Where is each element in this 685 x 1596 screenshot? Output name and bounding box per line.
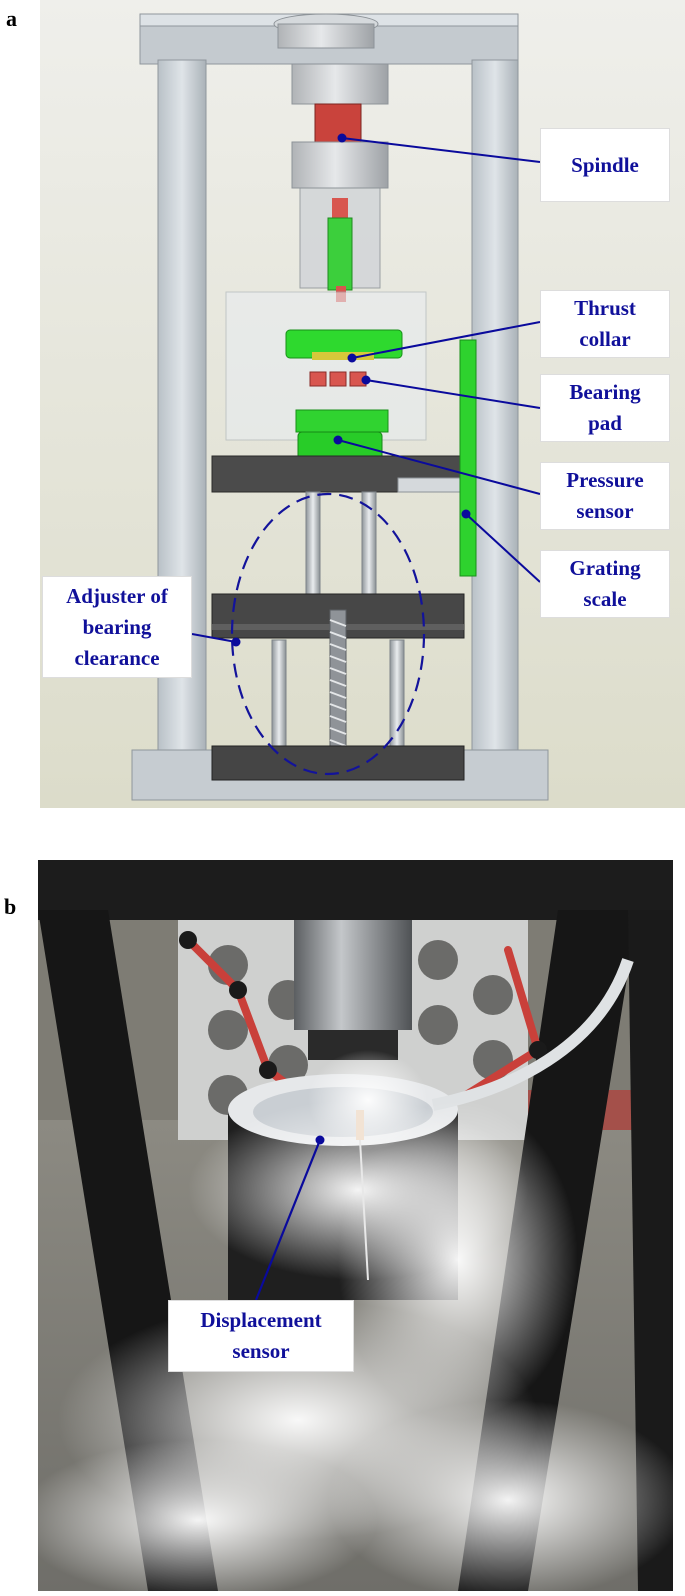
label-thrust-collar-line-1: Thrust <box>574 296 636 320</box>
label-spindle: Spindle <box>540 128 670 202</box>
frame-top-beam <box>38 860 673 920</box>
label-adjuster-line-3: clearance <box>74 645 160 670</box>
label-grating-scale: Grating scale <box>540 550 670 618</box>
grating-scale-bar <box>459 339 477 577</box>
panel-letter-b: b <box>4 894 17 919</box>
label-pressure-sensor: Pressure sensor <box>540 462 670 530</box>
label-displacement-sensor: Displacement sensor <box>168 1300 354 1372</box>
label-bearing-pad-line-2: pad <box>588 411 622 435</box>
label-thrust-collar-line-2: collar <box>579 327 631 351</box>
label-thrust-collar: Thrust collar <box>540 290 670 358</box>
label-grating-scale-line-1: Grating <box>569 556 641 580</box>
nitrogen-fog <box>18 1050 685 1596</box>
displacement-sensor-probe <box>356 1110 364 1140</box>
mid-housing <box>291 141 389 189</box>
label-adjuster: Adjuster of bearing clearance <box>42 576 192 678</box>
panel-letter-a: a <box>6 6 17 31</box>
test-rig-photo-panel: Displacement sensor <box>18 860 685 1596</box>
label-adjuster-line-2: bearing <box>82 614 152 639</box>
cad-model-panel: Spindle Thrust collar Bearing pad Pressu… <box>40 0 685 808</box>
label-bearing-pad-line-1: Bearing <box>569 380 641 404</box>
label-displacement-sensor-line-2: sensor <box>232 1339 290 1363</box>
test-rig-photo <box>18 860 685 1596</box>
leader-lines <box>191 137 541 643</box>
label-bearing-pad: Bearing pad <box>540 374 670 442</box>
label-adjuster-line-1: Adjuster of <box>66 583 168 608</box>
label-pressure-sensor-line-2: sensor <box>576 499 634 523</box>
motor-spindle <box>294 920 412 1030</box>
label-displacement-sensor-line-1: Displacement <box>200 1308 322 1332</box>
label-grating-scale-line-2: scale <box>583 587 627 611</box>
nitrogen-hose <box>431 958 634 1111</box>
label-spindle-line-1: Spindle <box>571 152 639 177</box>
bottom-plate <box>211 745 465 781</box>
label-pressure-sensor-line-1: Pressure <box>566 468 644 492</box>
right-post <box>471 59 519 761</box>
displacement-leader-line <box>254 1139 322 1301</box>
upper-housing <box>291 63 389 105</box>
adjuster-highlight-ellipse <box>230 492 426 776</box>
